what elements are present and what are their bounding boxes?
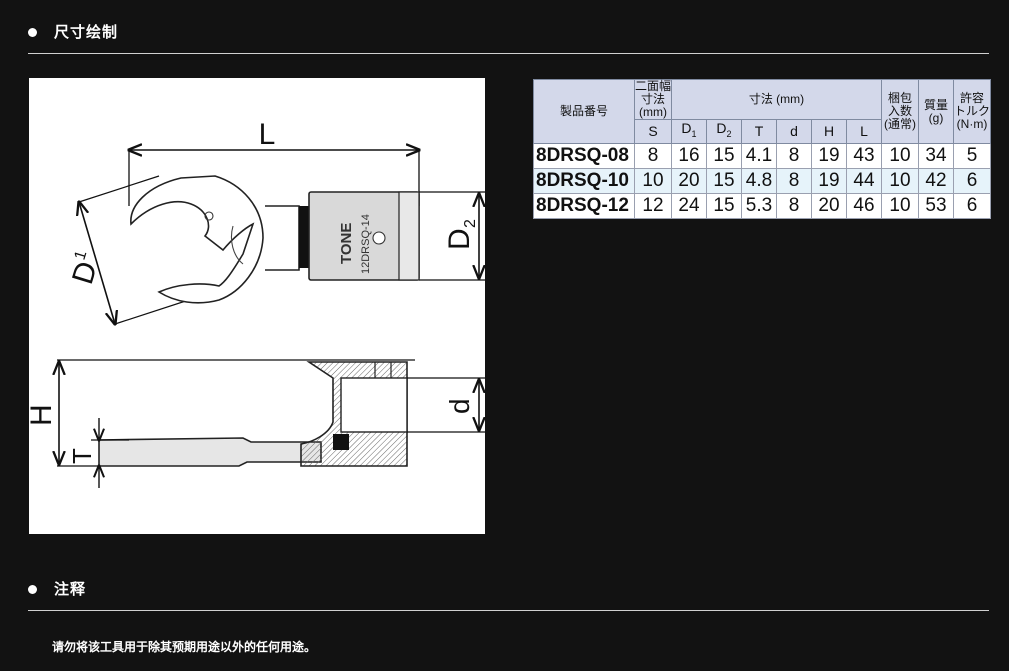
section-header-notes: 注释 [28,557,989,611]
bullet-icon [28,28,37,37]
cell-pack: 10 [881,168,919,194]
cell-torque: 5 [953,143,991,169]
cell-L: 43 [846,143,882,169]
subheader-D1: D1 [671,119,707,144]
cell-model: 8DRSQ-08 [533,143,635,169]
label-d: d [444,398,475,414]
cell-mass: 34 [918,143,954,169]
cell-model: 8DRSQ-12 [533,193,635,219]
wrench-rivet [372,231,386,245]
subheader-L: L [846,119,882,144]
wrench-drawing: L D 1 TONE 12DRSQ-14 D 2 [29,118,485,488]
cell-D2: 15 [706,168,742,194]
section-divider [28,610,989,611]
label-T: T [67,448,97,464]
label-D1: D [66,258,104,288]
cell-mass: 53 [918,193,954,219]
spec-table: 製品番号 二面幅寸法(mm) 寸法 (mm) 梱包入数(通常) 質量(g) 許容… [533,79,991,219]
label-H: H [29,404,58,426]
cell-S: 10 [634,168,672,194]
cell-d: 8 [776,168,812,194]
subheader-d: d [776,119,812,144]
wrench-neck [265,205,300,271]
section-divider [28,53,989,54]
table-row: 8DRSQ-08 8 16 15 4.1 8 19 43 10 34 5 [533,143,991,169]
header-mass: 質量(g) [918,79,954,144]
section-title-notes: 注释 [54,580,87,598]
header-width: 二面幅寸法(mm) [634,79,672,120]
label-D2: D [443,228,476,250]
label-D2-sub: 2 [462,219,479,228]
cell-T: 5.3 [741,193,777,219]
cell-H: 19 [811,168,847,194]
cell-mass: 42 [918,168,954,194]
extension-line [78,175,160,203]
notes-text: 请勿将该工具用于除其预期用途以外的任何用途。 [52,640,317,654]
cell-T: 4.1 [741,143,777,169]
side-view-shaft [98,437,322,467]
cell-pack: 10 [881,143,919,169]
bullet-icon [28,585,37,594]
label-L: L [259,118,276,151]
section-header-dimensions: 尺寸绘制 [28,0,989,54]
header-dimensions: 寸法 (mm) [671,79,882,120]
cell-H: 20 [811,193,847,219]
cell-D2: 15 [706,143,742,169]
section-title-dimensions: 尺寸绘制 [54,23,119,41]
cell-D1: 24 [671,193,707,219]
cell-model: 8DRSQ-10 [533,168,635,194]
wrench-body-end [398,191,420,281]
subheader-T: T [741,119,777,144]
subheader-S: S [634,119,672,144]
cell-d: 8 [776,193,812,219]
cell-L: 46 [846,193,882,219]
cell-torque: 6 [953,168,991,194]
cell-H: 19 [811,143,847,169]
cell-D1: 20 [671,168,707,194]
wrench-head [130,175,264,304]
header-pack: 梱包入数(通常) [881,79,919,144]
model-mark: 12DRSQ-14 [360,214,372,274]
side-view-shadow [333,434,349,450]
cell-D1: 16 [671,143,707,169]
cell-D2: 15 [706,193,742,219]
subheader-D2: D2 [706,119,742,144]
table-row: 8DRSQ-10 10 20 15 4.8 8 19 44 10 42 6 [533,168,991,194]
wrench-pivot [204,211,214,221]
cell-T: 4.8 [741,168,777,194]
cell-d: 8 [776,143,812,169]
cell-torque: 6 [953,193,991,219]
side-view-socket [340,377,408,433]
wrench-grip-band [299,206,309,268]
cell-S: 8 [634,143,672,169]
brand-mark: TONE [338,223,355,264]
dimension-line-D1 [79,202,115,324]
cell-S: 12 [634,193,672,219]
wrench-head-detail [230,225,244,265]
subheader-H: H [811,119,847,144]
table-row: 8DRSQ-12 12 24 15 5.3 8 20 46 10 53 6 [533,193,991,219]
header-model: 製品番号 [533,79,635,144]
cell-L: 44 [846,168,882,194]
dimension-diagram: L D 1 TONE 12DRSQ-14 D 2 [29,78,485,534]
header-torque: 許容トルク(N·m) [953,79,991,144]
cell-pack: 10 [881,193,919,219]
